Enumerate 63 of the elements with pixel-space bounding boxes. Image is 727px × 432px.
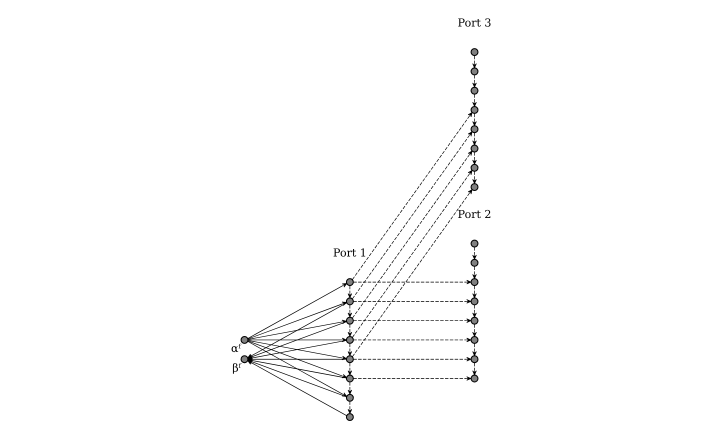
arrow [347,304,352,318]
arrow [347,324,352,337]
node-label: βᶠ [232,361,241,374]
node-circle [470,355,478,364]
node-label: αᶠ [230,342,240,356]
arrow [347,362,352,376]
arrow [347,343,352,356]
arrow [352,112,472,280]
arrow [472,113,476,126]
node-circle [345,355,354,364]
node-circle [470,316,478,325]
node-circle [345,413,354,422]
node-circle [345,374,354,382]
node-circle [470,48,478,56]
arrow [472,152,476,165]
arrow [352,150,472,318]
node-circle [345,336,354,344]
arrow [347,382,352,395]
node-circle [470,144,478,152]
arrow [472,132,476,146]
arrow [472,304,476,318]
arrow [347,285,352,298]
node-circle [470,258,478,267]
arrow [472,324,476,337]
arrow [472,266,476,279]
arrow [352,280,471,284]
node-circle [470,164,478,172]
node-circle [470,374,478,382]
arrow [472,246,476,260]
arrow [352,170,472,338]
arrow [472,343,476,356]
node-circle [345,394,354,402]
node-circle [470,125,478,134]
node-circle [240,355,248,364]
arrow [472,285,476,298]
arrow [472,171,476,184]
arrow [472,74,476,88]
arrow [352,189,472,357]
arrow [472,94,476,107]
arrow [352,376,471,381]
node-circle [345,297,354,306]
label: Port 1 [332,246,366,260]
arrow [347,401,352,414]
node-circle [240,336,248,344]
node-circle [470,86,478,95]
arrow [472,55,476,68]
node-circle [345,278,354,286]
arrow [352,131,472,300]
node-circle [470,336,478,344]
node-circle [470,278,478,286]
node-circle [470,67,478,76]
node-circle [345,316,354,325]
arrow [352,318,471,323]
node-circle [470,106,478,114]
arrow [352,357,471,362]
arrow [472,362,476,376]
label: Port 3 [457,16,491,30]
arrow [352,338,471,342]
label: Port 2 [457,208,491,221]
node-circle [470,183,478,192]
arrow [352,299,471,304]
node-circle [470,240,478,248]
node-circle [470,297,478,306]
